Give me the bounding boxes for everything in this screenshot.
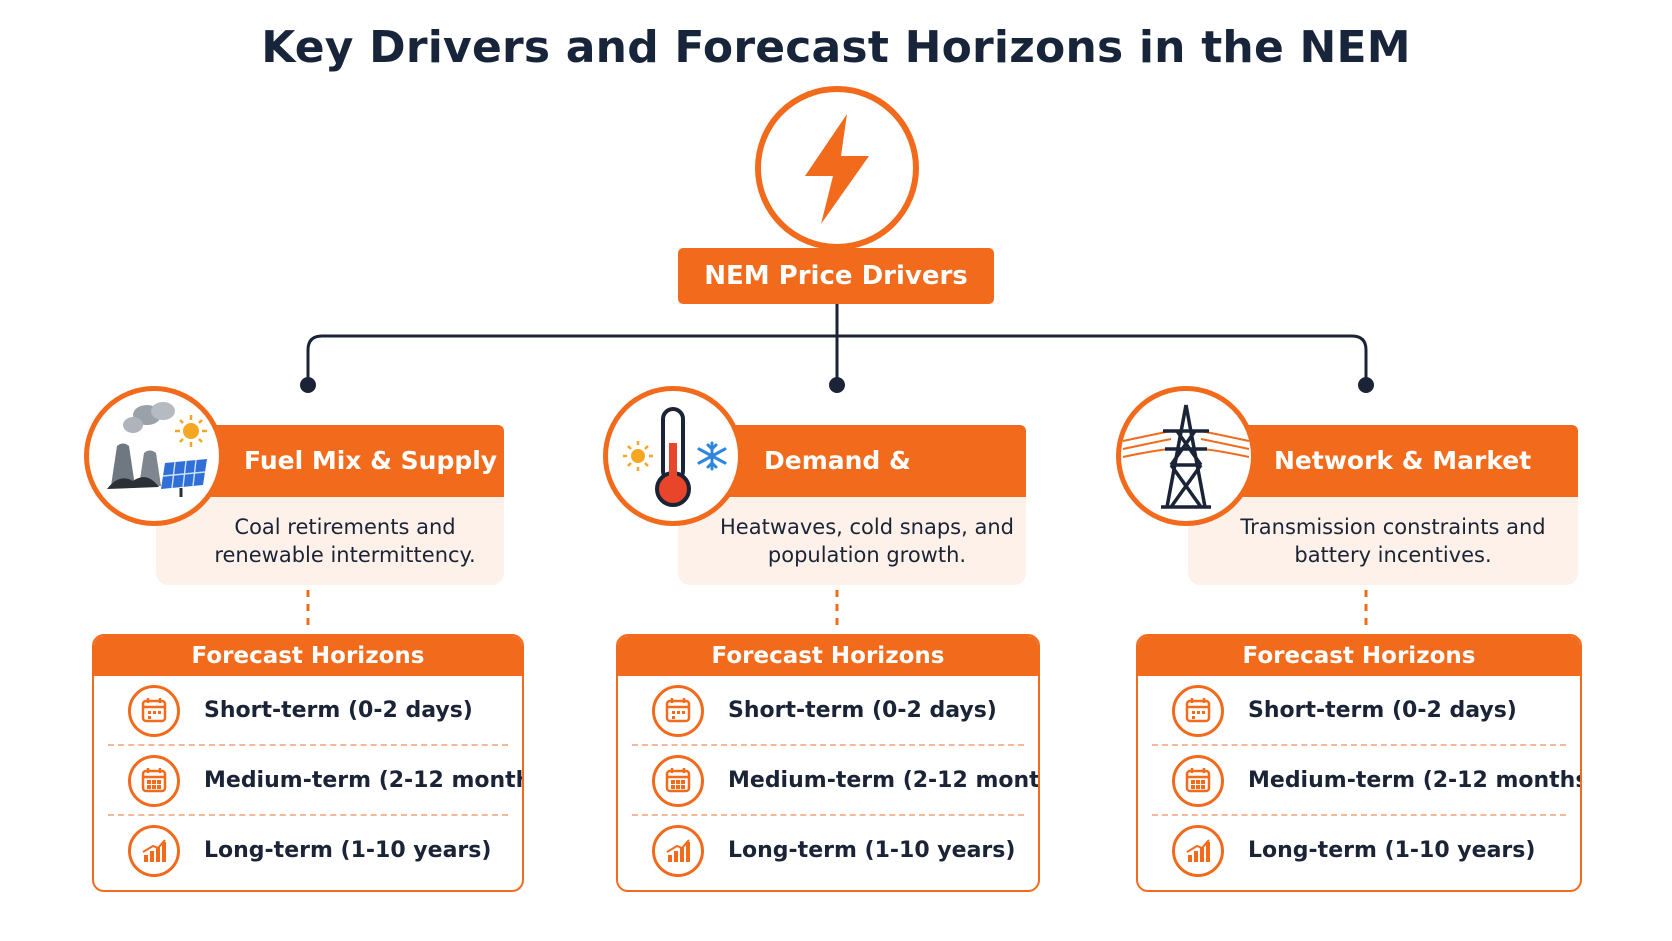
driver-description-line: population growth. — [767, 543, 967, 567]
forecast-label-long-term: Long-term (1-10 years) — [1248, 838, 1536, 863]
transmission-tower-icon — [1122, 404, 1250, 509]
forecast-row-medium-term: Medium-term (2-12 months) — [632, 746, 1038, 816]
forecast-row-long-term: Long-term (1-10 years) — [1152, 816, 1566, 886]
calendar-icon — [128, 685, 180, 737]
calendar-grid-icon — [1172, 755, 1224, 807]
forecast-label-medium-term: Medium-term (2-12 months) — [204, 768, 524, 793]
growth-chart-icon — [1172, 825, 1224, 877]
forecast-horizons-heading: Forecast Horizons — [94, 636, 522, 676]
forecast-label-short-term: Short-term (0-2 days) — [1248, 698, 1517, 723]
driver-title-network-rules: Network & Market Rules — [1210, 425, 1578, 547]
driver-description-line: renewable intermittency. — [214, 543, 476, 567]
growth-chart-icon — [652, 825, 704, 877]
driver-description-line: Coal retirements and — [234, 515, 456, 539]
hub-icon-circle — [755, 86, 919, 250]
calendar-grid-icon — [128, 755, 180, 807]
growth-chart-icon — [128, 825, 180, 877]
forecast-label-long-term: Long-term (1-10 years) — [728, 838, 1016, 863]
driver-description-fuel-mix: Coal retirements and renewable intermitt… — [156, 497, 504, 585]
forecast-label-medium-term: Medium-term (2-12 months) — [1248, 768, 1582, 793]
driver-description-demand-weather: Heatwaves, cold snaps, and population gr… — [678, 497, 1026, 585]
forecast-row-short-term: Short-term (0-2 days) — [1152, 676, 1566, 746]
driver-icon-circle-network-rules — [1116, 386, 1256, 526]
forecast-horizons-panel-demand-weather: Forecast Horizons Short-term (0-2 days) … — [616, 634, 1040, 892]
forecast-row-short-term: Short-term (0-2 days) — [108, 676, 508, 746]
driver-description-line: Heatwaves, cold snaps, and — [720, 515, 1014, 539]
calendar-icon — [1172, 685, 1224, 737]
forecast-label-medium-term: Medium-term (2-12 months) — [728, 768, 1040, 793]
driver-description-network-rules: Transmission constraints and battery inc… — [1188, 497, 1578, 585]
forecast-horizons-panel-fuel-mix: Forecast Horizons Short-term (0-2 days) … — [92, 634, 524, 892]
forecast-label-short-term: Short-term (0-2 days) — [728, 698, 997, 723]
driver-icon-circle-demand-weather — [603, 386, 743, 526]
forecast-row-medium-term: Medium-term (2-12 months) — [108, 746, 522, 816]
lightning-bolt-icon — [805, 114, 869, 224]
thermometer-weather-icon — [623, 407, 727, 507]
forecast-row-long-term: Long-term (1-10 years) — [108, 816, 508, 886]
forecast-row-medium-term: Medium-term (2-12 months) — [1152, 746, 1580, 816]
forecast-row-long-term: Long-term (1-10 years) — [632, 816, 1024, 886]
driver-description-line: Transmission constraints and — [1240, 515, 1546, 539]
forecast-label-short-term: Short-term (0-2 days) — [204, 698, 473, 723]
power-plant-solar-icon — [107, 402, 207, 497]
page-title: Key Drivers and Forecast Horizons in the… — [261, 22, 1411, 73]
forecast-label-long-term: Long-term (1-10 years) — [204, 838, 492, 863]
driver-description-line: battery incentives. — [1294, 543, 1492, 567]
forecast-horizons-panel-network-rules: Forecast Horizons Short-term (0-2 days) … — [1136, 634, 1582, 892]
forecast-horizons-heading: Forecast Horizons — [1138, 636, 1580, 676]
forecast-row-short-term: Short-term (0-2 days) — [632, 676, 1024, 746]
driver-icon-circle-fuel-mix — [84, 386, 224, 526]
hub-label: NEM Price Drivers — [678, 248, 994, 304]
calendar-grid-icon — [652, 755, 704, 807]
forecast-horizons-heading: Forecast Horizons — [618, 636, 1038, 676]
calendar-icon — [652, 685, 704, 737]
